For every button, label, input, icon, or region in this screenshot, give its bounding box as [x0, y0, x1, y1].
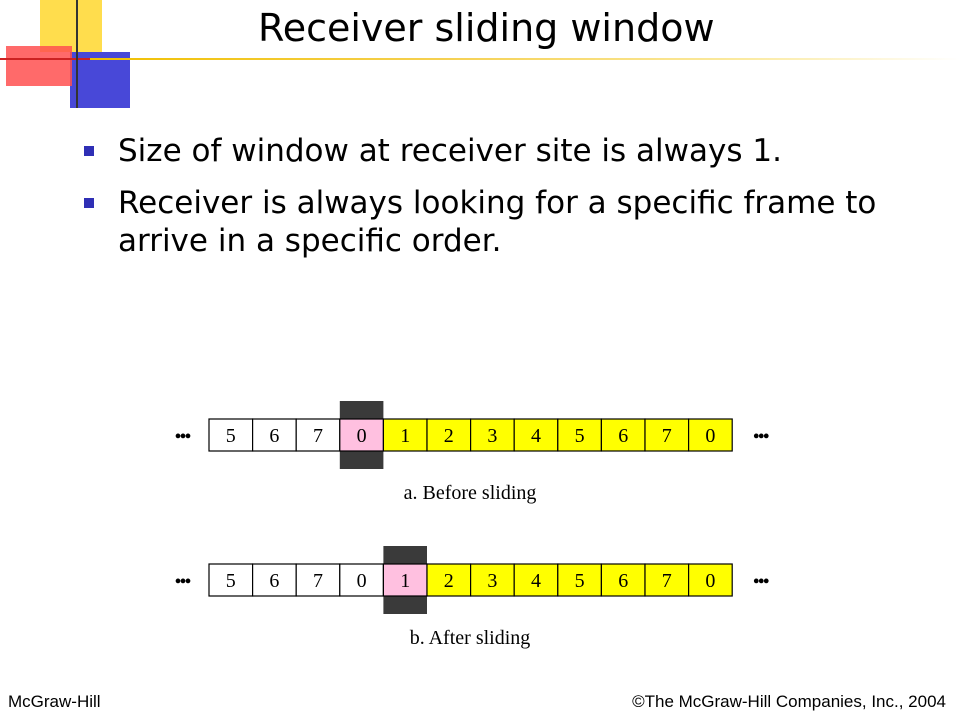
- after-row-frame-cell: [470, 563, 515, 597]
- after-row-ellipsis-left: •••: [174, 571, 190, 593]
- slide-title: Receiver sliding window: [258, 6, 715, 50]
- sliding-window-diagram: 5 6 7 0 1 2 3 4 5 6 7 0 ••• ••• a. Before sliding 5 6 7 0 1…: [174, 401, 771, 649]
- before-row-frame-number: 7: [662, 425, 672, 447]
- after-row-frame-number: 0: [357, 570, 367, 592]
- after-row-frame-cell: [251, 563, 297, 597]
- before-row-frame-cell: [644, 418, 690, 452]
- before-row-frame-number: 3: [487, 425, 497, 447]
- before-row-frame-cell: [295, 418, 341, 452]
- bullet-text: Receiver is always looking for a specifi…: [118, 185, 877, 259]
- square-bullet-icon: [84, 198, 94, 208]
- after-row-frame-number: 1: [400, 570, 410, 592]
- square-bullet-icon: [84, 146, 94, 156]
- before-row-frame-number: 2: [444, 425, 454, 447]
- after-row-frame-number: 5: [575, 570, 585, 592]
- bullet-text: Size of window at receiver site is alway…: [118, 133, 782, 169]
- after-row-frame-cell: [557, 563, 602, 597]
- before-row-ellipsis-left: •••: [174, 426, 190, 448]
- before-row-frame-cell: [208, 418, 254, 452]
- before-row-ellipsis-right: •••: [753, 426, 769, 448]
- before-row-frame-cell: [470, 418, 515, 452]
- after-row-frame-cell: [208, 563, 254, 597]
- after-row-frame-number: 2: [444, 570, 454, 592]
- before-row-frame-number: 5: [575, 425, 585, 447]
- before-row-frame-number: 0: [357, 425, 367, 447]
- before-row-frame-number: 5: [226, 425, 236, 447]
- before-row-frame-cell: [426, 418, 472, 452]
- corner-decoration: [0, 0, 140, 108]
- before-row-caption: a. Before sliding: [404, 482, 537, 504]
- bullet-list: Size of window at receiver site is alway…: [84, 132, 884, 274]
- title-underline: [90, 58, 960, 60]
- after-row-frame-number: 6: [618, 570, 628, 592]
- after-row-frame-number: 7: [313, 570, 323, 592]
- before-row-frame-number: 4: [531, 425, 541, 447]
- before-row-frame-cell: [687, 418, 733, 452]
- before-row-frame-number: 6: [269, 425, 279, 447]
- before-row-frame-cell: [382, 418, 428, 452]
- bullet-item: Receiver is always looking for a specifi…: [84, 184, 884, 260]
- after-row-frame-number: 7: [662, 570, 672, 592]
- after-row-frame-cell: [295, 563, 341, 597]
- before-row-frame-number: 1: [400, 425, 410, 447]
- after-row-frame-number: 6: [269, 570, 279, 592]
- before-row-frame-cell: [339, 418, 385, 452]
- after-row-frame-cell: [600, 563, 646, 597]
- before-row-frame-number: 6: [618, 425, 628, 447]
- after-row-frame-cell: [644, 563, 690, 597]
- before-row-frame-number: 0: [705, 425, 715, 447]
- after-row-frame-number: 4: [531, 570, 541, 592]
- before-row-frame-cell: [513, 418, 559, 452]
- bullet-item: Size of window at receiver site is alway…: [84, 132, 884, 170]
- after-row-frame-number: 3: [487, 570, 497, 592]
- after-row-frame-number: 0: [705, 570, 715, 592]
- after-row-frame-cell: [687, 563, 733, 597]
- footer-publisher: McGraw-Hill: [8, 692, 101, 711]
- footer-copyright: ©The McGraw-Hill Companies, Inc., 2004: [632, 692, 946, 711]
- after-row-frame-cell: [513, 563, 559, 597]
- after-row-ellipsis-right: •••: [753, 571, 769, 593]
- after-row-caption: b. After sliding: [410, 627, 531, 649]
- after-row-frame-cell: [339, 563, 385, 597]
- before-row-frame-number: 7: [313, 425, 323, 447]
- before-row-frame-cell: [557, 418, 602, 452]
- after-row-frame-number: 5: [226, 570, 236, 592]
